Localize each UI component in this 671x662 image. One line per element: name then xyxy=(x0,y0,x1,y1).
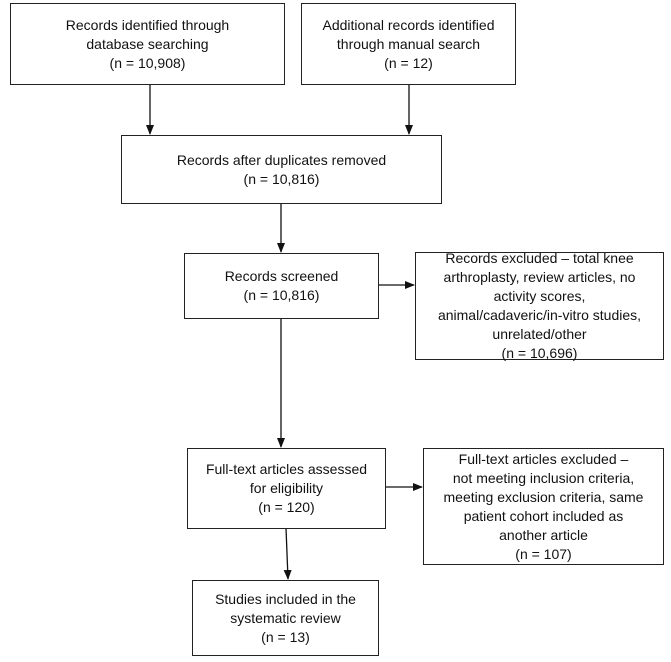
box-line: Records after duplicates removed xyxy=(176,151,387,168)
box-line: meeting exclusion criteria, same xyxy=(443,488,644,505)
box-line: unrelated/other xyxy=(492,326,587,342)
box-line: another article xyxy=(499,526,588,543)
box-line: (n = 12) xyxy=(384,54,433,71)
fulltext-excluded-box: Full-text articles excluded – not meetin… xyxy=(423,448,664,565)
box-line: activity scores, xyxy=(493,288,586,304)
box-line: Records identified through xyxy=(65,16,230,33)
box-line: (n = 10,816) xyxy=(243,170,320,187)
records-manual-box: Additional records identified through ma… xyxy=(301,3,516,85)
box-line: Additional records identified xyxy=(322,16,495,33)
box-line: (n = 10,816) xyxy=(243,287,320,303)
box-line: arthroplasty, review articles, no xyxy=(443,269,636,285)
records-excluded-box: Records excluded – total knee arthroplas… xyxy=(415,250,664,361)
studies-included-box: Studies included in the systematic revie… xyxy=(192,580,379,656)
duplicates-removed-box: Records after duplicates removed (n = 10… xyxy=(121,135,442,204)
box-line: Records excluded – total knee xyxy=(445,250,634,266)
arrow-fulltext-to-included xyxy=(283,527,292,580)
box-line: (n = 10,696) xyxy=(501,345,578,361)
box-line: not meeting inclusion criteria, xyxy=(452,469,635,486)
box-line: Records screened xyxy=(224,268,339,284)
box-line: Full-text articles assessed xyxy=(205,461,368,477)
box-line: (n = 120) xyxy=(258,499,315,515)
box-line: patient cohort included as xyxy=(463,507,624,524)
box-line: (n = 10,908) xyxy=(109,54,186,71)
box-line: Full-text articles excluded – xyxy=(458,450,629,467)
box-line: (n = 13) xyxy=(261,628,310,645)
box-line: (n = 107) xyxy=(515,545,572,562)
box-line: through manual search xyxy=(336,35,481,52)
box-line: systematic review xyxy=(230,609,341,626)
box-line: database searching xyxy=(86,35,209,52)
records-database-box: Records identified through database sear… xyxy=(10,3,285,85)
box-line: Studies included in the xyxy=(215,590,356,607)
records-screened-box: Records screened (n = 10,816) xyxy=(184,253,379,319)
box-line: for eligibility xyxy=(249,480,324,496)
box-line: animal/cadaveric/in-vitro studies, xyxy=(437,307,642,323)
fulltext-assessed-box: Full-text articles assessed for eligibil… xyxy=(187,448,386,529)
